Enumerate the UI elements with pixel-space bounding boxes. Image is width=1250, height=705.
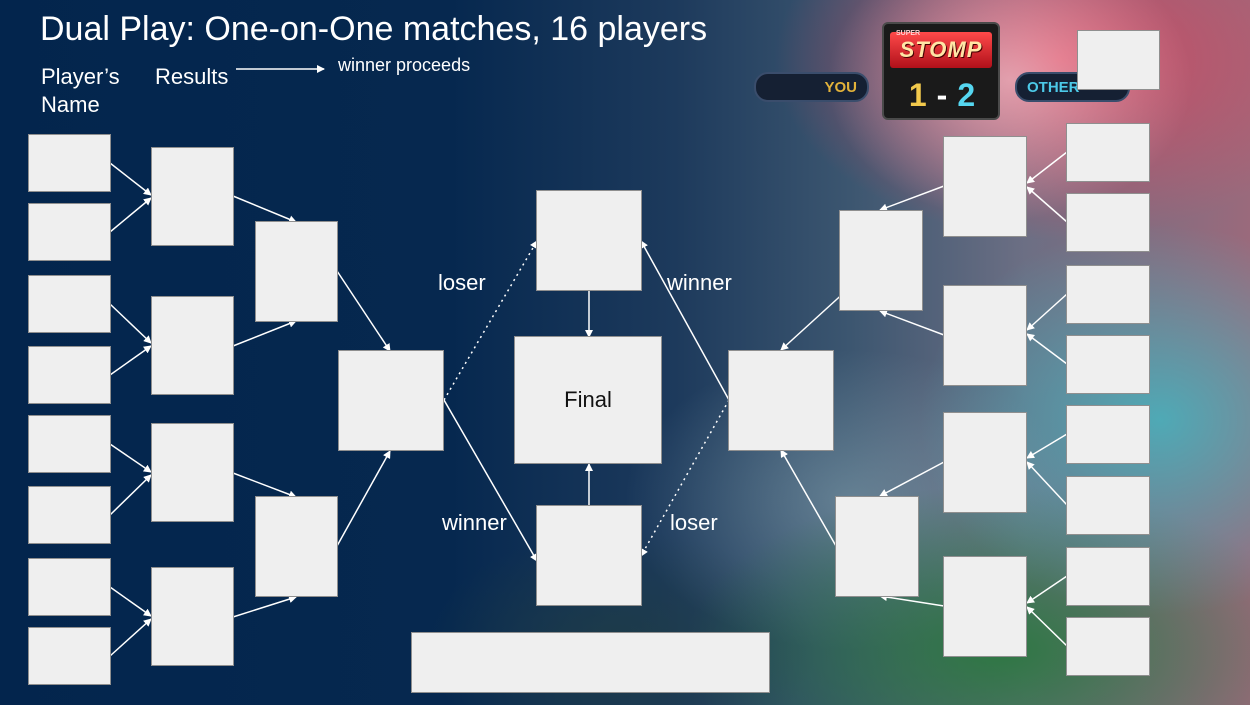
lower-middle-box[interactable] bbox=[536, 505, 642, 606]
left-round3-box-2[interactable] bbox=[255, 496, 338, 597]
left-player-box-5[interactable] bbox=[28, 415, 111, 473]
player-name-label: Player’s Name bbox=[41, 64, 120, 117]
right-round2-box-4[interactable] bbox=[943, 556, 1027, 657]
loser-label-bottom: loser bbox=[670, 510, 718, 535]
left-player-box-2[interactable] bbox=[28, 203, 111, 261]
right-round3-box-1[interactable] bbox=[839, 210, 923, 311]
game-score-logo: SUPER STOMP 1 - 2 bbox=[882, 22, 1000, 120]
right-player-box-4[interactable] bbox=[1066, 335, 1150, 394]
left-player-box-4[interactable] bbox=[28, 346, 111, 404]
winner-label-top: winner bbox=[667, 270, 732, 295]
score-you: 1 bbox=[908, 76, 927, 113]
left-round2-box-4[interactable] bbox=[151, 567, 234, 666]
left-player-box-8[interactable] bbox=[28, 627, 111, 685]
score-other: 2 bbox=[957, 76, 976, 113]
upper-middle-box[interactable] bbox=[536, 190, 642, 291]
right-round3-box-2[interactable] bbox=[835, 496, 919, 597]
score-separator: - bbox=[936, 76, 948, 113]
right-player-box-6[interactable] bbox=[1066, 476, 1150, 535]
final-box[interactable]: Final bbox=[514, 336, 662, 464]
results-label: Results bbox=[155, 64, 229, 89]
winner-proceeds-label: winner proceeds bbox=[338, 55, 471, 75]
final-label: Final bbox=[564, 387, 612, 412]
bottom-wide-box[interactable] bbox=[411, 632, 770, 693]
left-semifinal-box[interactable] bbox=[338, 350, 444, 451]
loser-label-top: loser bbox=[438, 270, 486, 295]
top-right-box[interactable] bbox=[1077, 30, 1160, 90]
game-logo: STOMP bbox=[890, 32, 992, 68]
right-round2-box-2[interactable] bbox=[943, 285, 1027, 386]
left-player-box-7[interactable] bbox=[28, 558, 111, 616]
left-player-box-1[interactable] bbox=[28, 134, 111, 192]
left-round2-box-3[interactable] bbox=[151, 423, 234, 522]
winner-label-bottom: winner bbox=[442, 510, 507, 535]
left-player-box-3[interactable] bbox=[28, 275, 111, 333]
right-player-box-1[interactable] bbox=[1066, 123, 1150, 182]
right-player-box-2[interactable] bbox=[1066, 193, 1150, 252]
right-round2-box-3[interactable] bbox=[943, 412, 1027, 513]
right-player-box-5[interactable] bbox=[1066, 405, 1150, 464]
left-round2-box-2[interactable] bbox=[151, 296, 234, 395]
logo-text: STOMP bbox=[899, 37, 983, 62]
right-round2-box-1[interactable] bbox=[943, 136, 1027, 237]
score-display: 1 - 2 bbox=[892, 76, 992, 114]
page-title: Dual Play: One-on-One matches, 16 player… bbox=[40, 10, 708, 48]
hud-you-tag: YOU bbox=[754, 72, 869, 102]
right-player-box-3[interactable] bbox=[1066, 265, 1150, 324]
right-semifinal-box[interactable] bbox=[728, 350, 834, 451]
left-player-box-6[interactable] bbox=[28, 486, 111, 544]
left-round3-box-1[interactable] bbox=[255, 221, 338, 322]
logo-small-text: SUPER bbox=[896, 30, 921, 37]
right-player-box-8[interactable] bbox=[1066, 617, 1150, 676]
right-player-box-7[interactable] bbox=[1066, 547, 1150, 606]
left-round2-box-1[interactable] bbox=[151, 147, 234, 246]
